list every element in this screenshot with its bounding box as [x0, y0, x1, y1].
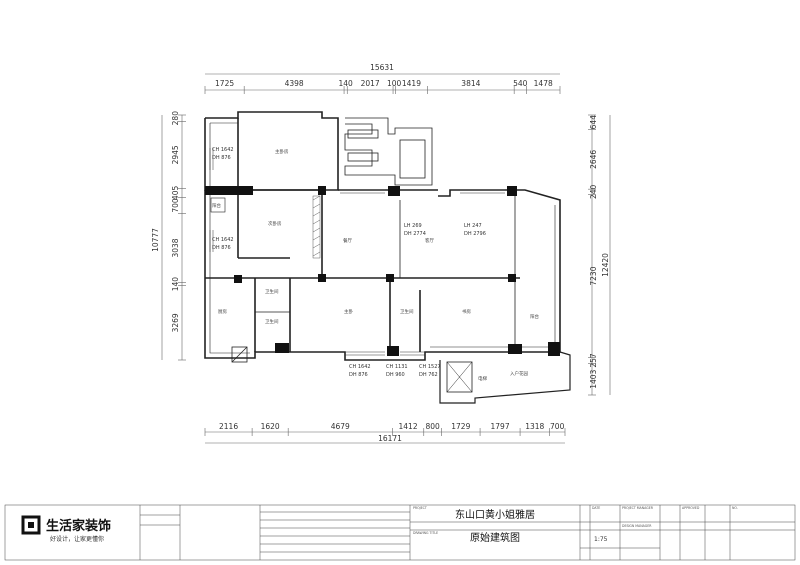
room-label-closet: 阳台	[212, 202, 221, 209]
project-name: 东山口黄小姐雅居	[455, 508, 535, 521]
bottom-dimension-segment-label: 700	[550, 422, 565, 431]
window-annotation-7-ch: CH 1527	[419, 364, 441, 370]
room-label-entrance-garden: 入户花园	[510, 370, 528, 377]
top-dimension-group	[204, 73, 561, 94]
window-annotation-6-ch: CH 1131	[386, 364, 408, 370]
window-annotation-3-dh: DH 2774	[404, 231, 426, 237]
window-annotation-5-dh: DH 876	[349, 372, 368, 378]
top-dimension-segment-label: 140	[338, 79, 353, 88]
room-label-elevator: 电梯	[478, 375, 487, 382]
top-total-dimension: 15631	[370, 63, 394, 72]
left-dimension-segment-label: 405	[171, 186, 180, 201]
label-date: DATE	[592, 506, 600, 510]
window-annotation-4-lh: LH 247	[464, 223, 482, 229]
window-annotation-2-dh: DH 876	[212, 245, 231, 251]
label-approved: APPROVED	[682, 506, 700, 510]
hatched-wall	[312, 195, 321, 259]
brand-logo	[21, 515, 41, 535]
bottom-dimension-segment-label: 1797	[491, 422, 510, 431]
top-dimension-segment-label: 2017	[361, 79, 380, 88]
bottom-dimension-segment-label: 1729	[451, 422, 470, 431]
window-annotation-1-dh: DH 876	[212, 155, 231, 161]
top-dimension-segment-label: 1419	[402, 79, 421, 88]
right-dimension-segment-label: 7230	[589, 266, 598, 285]
drawing-title: 原始建筑图	[470, 531, 520, 544]
room-label-bedroom-3: 主卧	[344, 308, 353, 315]
left-dimension-group	[161, 114, 186, 361]
right-dimension-segment-label: 2646	[589, 150, 598, 169]
right-dimension-segment-label: 240	[589, 184, 598, 199]
top-dimension-segment-label: 1725	[215, 79, 234, 88]
entrance-garden	[439, 351, 571, 404]
window-annotation-2-ch: CH 1642	[212, 237, 234, 243]
left-dimension-segment-label: 3269	[171, 313, 180, 332]
room-label-balcony: 阳台	[530, 313, 539, 320]
windows	[209, 148, 505, 356]
bottom-dimension-segment-label: 800	[426, 422, 441, 431]
bottom-dimension-segment-label: 1412	[399, 422, 418, 431]
left-dimension-segment-label: 140	[171, 277, 180, 292]
bottom-dimension-segment-label: 4679	[331, 422, 350, 431]
room-label-kitchen: 厨房	[218, 308, 227, 315]
brand-name: 生活家装饰	[46, 518, 111, 534]
top-dimension-segment-label: 540	[513, 79, 528, 88]
structural-columns	[205, 186, 560, 356]
label-project: PROJECT	[413, 506, 427, 510]
room-label-study: 书房	[462, 308, 471, 315]
top-dimension-segment-label: 1478	[534, 79, 553, 88]
bottom-dimension-group	[204, 428, 566, 444]
bottom-total-dimension: 16171	[378, 434, 402, 443]
room-label-dining: 餐厅	[343, 237, 352, 244]
left-total-dimension: 10777	[151, 228, 160, 252]
window-annotation-4-dh: DH 2796	[464, 231, 486, 237]
left-dimension-segment-label: 2945	[171, 145, 180, 164]
label-project-manager: PROJECT MANAGER	[622, 506, 654, 510]
room-label-bedroom: 次卧房	[268, 220, 282, 227]
label-drawing-title: DRAWING TITLE	[413, 531, 438, 535]
window-annotation-1-ch: CH 1642	[212, 147, 234, 153]
label-design-manager: DESIGN MANAGER	[622, 524, 652, 528]
window-annotation-7-dh: DH 762	[419, 372, 438, 378]
right-total-dimension: 12420	[601, 253, 610, 277]
right-dimension-segment-label: 1403	[589, 369, 598, 388]
top-dimension-segment-label: 3814	[461, 79, 480, 88]
label-no: NO.	[732, 506, 738, 510]
room-label-bath-2: 卫生间	[265, 318, 279, 325]
right-dimension-segment-label: 257	[589, 353, 598, 368]
closet-box	[210, 197, 226, 213]
top-dimension-segment-label: 4398	[285, 79, 304, 88]
walls	[204, 111, 561, 361]
left-dimension-segment-label: 280	[171, 111, 180, 126]
top-dimension-segment-label: 100	[387, 79, 402, 88]
duct-shaft	[231, 346, 248, 363]
brand-slogan: 好设计，让家更懂你	[50, 535, 104, 543]
window-annotation-6-dh: DH 960	[386, 372, 405, 378]
right-dimension-group	[588, 114, 611, 396]
stair-well	[344, 117, 433, 186]
room-label-bath-3: 卫生间	[400, 308, 414, 315]
window-annotation-3-lh: LH 269	[404, 223, 422, 229]
room-label-master-bedroom: 主卧房	[275, 148, 289, 155]
right-dimension-segment-label: 644	[589, 115, 598, 130]
window-annotation-5-ch: CH 1642	[349, 364, 371, 370]
title-block	[4, 504, 796, 561]
room-label-living: 客厅	[425, 237, 434, 244]
bottom-dimension-segment-label: 1620	[261, 422, 280, 431]
bottom-dimension-segment-label: 2116	[219, 422, 238, 431]
left-dimension-segment-label: 3038	[171, 238, 180, 257]
drawing-scale: 1:75	[594, 536, 608, 543]
room-label-bath-1: 卫生间	[265, 288, 279, 295]
bottom-dimension-segment-label: 1318	[525, 422, 544, 431]
left-dimension-segment-label: 700	[171, 198, 180, 213]
